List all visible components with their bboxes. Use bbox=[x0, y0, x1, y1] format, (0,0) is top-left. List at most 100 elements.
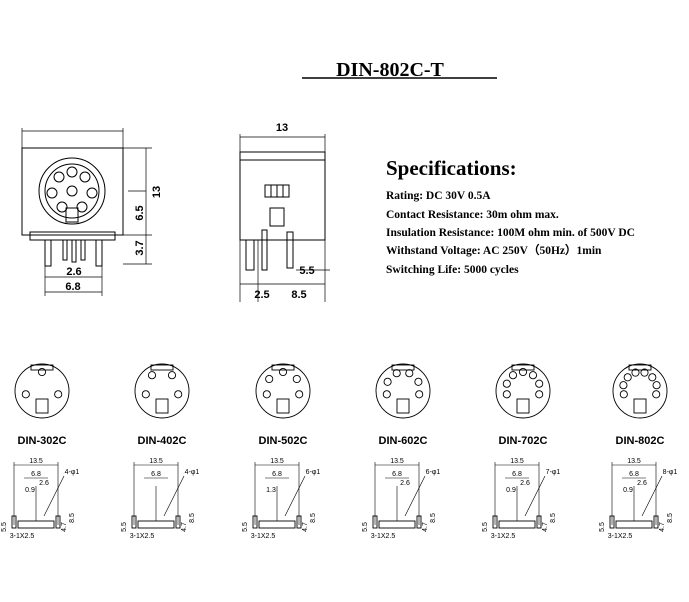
leader-line bbox=[524, 475, 546, 517]
socket-outline bbox=[495, 363, 551, 419]
pin-hole bbox=[619, 390, 628, 399]
footprint-pad bbox=[609, 515, 615, 529]
spec-line: Switching Life: 5000 cycles bbox=[386, 264, 519, 276]
socket-notch bbox=[396, 398, 410, 414]
socket-notch bbox=[35, 398, 49, 414]
variant-label: DIN-502C bbox=[259, 435, 308, 447]
dim-height-a: 5.5 bbox=[362, 522, 369, 532]
dim-pin-spacing: 6.8 bbox=[31, 471, 41, 478]
dim-pin-spacing: 6.8 bbox=[392, 471, 402, 478]
page-title: DIN-802C-T bbox=[336, 59, 444, 81]
dim-pin-spacing: 6.8 bbox=[151, 471, 161, 478]
footprint-pad bbox=[131, 515, 137, 529]
pin-hole bbox=[652, 381, 661, 390]
dim-height-a: 5.5 bbox=[1, 522, 8, 532]
footprint-body bbox=[17, 520, 55, 529]
dim-height-c: 8.5 bbox=[189, 513, 196, 523]
dim-side-b: 8.5 bbox=[291, 289, 306, 301]
pin-hole bbox=[648, 373, 657, 382]
dim-height-c: 8.5 bbox=[69, 513, 76, 523]
socket-outline bbox=[134, 363, 190, 419]
dim-pitch: 2.6 bbox=[39, 480, 49, 487]
socket-key bbox=[30, 364, 54, 371]
dim-side-pin: 5.5 bbox=[299, 265, 314, 277]
dim-height-b: 4.7 bbox=[422, 522, 429, 532]
dim-front-upper: 6.5 bbox=[134, 205, 146, 220]
dim-front-w2: 6.8 bbox=[65, 281, 80, 293]
footprint-pad bbox=[252, 515, 258, 529]
footprint-body bbox=[258, 520, 296, 529]
pin-hole bbox=[640, 368, 649, 377]
pin-hole bbox=[167, 371, 177, 380]
dim-base-pads: 3-1X2.5 bbox=[608, 533, 633, 540]
leader-line bbox=[163, 475, 185, 517]
pin-hole bbox=[141, 390, 150, 399]
pin-hole bbox=[502, 390, 511, 399]
dim-height-b: 4.7 bbox=[659, 522, 666, 532]
dim-height-c: 8.5 bbox=[667, 513, 674, 523]
footprint-pad bbox=[55, 515, 61, 529]
leader-line bbox=[43, 475, 65, 517]
dim-pin-spacing: 6.8 bbox=[512, 471, 522, 478]
footprint-body bbox=[615, 520, 653, 529]
pin-hole bbox=[631, 368, 640, 377]
socket-key bbox=[391, 364, 415, 371]
pin-hole bbox=[278, 367, 288, 377]
dim-front-height: 13 bbox=[151, 186, 163, 198]
dim-height-c: 8.5 bbox=[550, 513, 557, 523]
variant-label: DIN-402C bbox=[138, 435, 187, 447]
variant-label: DIN-302C bbox=[18, 435, 67, 447]
leader-line bbox=[641, 475, 663, 517]
socket-outline bbox=[612, 363, 668, 419]
dim-overall-width: 13.5 bbox=[390, 458, 404, 465]
pin-hole bbox=[508, 371, 518, 380]
dim-height-b: 4.7 bbox=[61, 522, 68, 532]
pin-hole bbox=[383, 377, 392, 386]
dim-hole-count: 8-φ1 bbox=[663, 469, 678, 476]
dim-side-a: 2.5 bbox=[254, 289, 269, 301]
leader-line bbox=[404, 475, 426, 517]
dim-hole-count: 7-φ1 bbox=[546, 469, 561, 476]
pin-hole bbox=[502, 379, 511, 388]
spec-line: Insulation Resistance: 100M ohm min. of … bbox=[386, 227, 635, 239]
footprint-pad bbox=[175, 515, 181, 529]
socket-outline bbox=[375, 363, 431, 419]
socket-outline bbox=[14, 363, 70, 419]
pin-hole bbox=[21, 390, 30, 399]
dim-base-pads: 3-1X2.5 bbox=[130, 533, 155, 540]
dim-base-pads: 3-1X2.5 bbox=[371, 533, 396, 540]
dim-base-pads: 3-1X2.5 bbox=[491, 533, 516, 540]
front-view bbox=[21, 128, 152, 296]
pin-hole bbox=[147, 371, 157, 380]
dim-height-c: 8.5 bbox=[310, 513, 317, 523]
pin-hole bbox=[295, 390, 304, 399]
footprint-pad bbox=[296, 515, 302, 529]
variant-label: DIN-602C bbox=[379, 435, 428, 447]
socket-key bbox=[511, 364, 535, 371]
dim-height-a: 5.5 bbox=[121, 522, 128, 532]
leader-line bbox=[284, 475, 306, 517]
pin-hole bbox=[392, 369, 401, 378]
pin-hole bbox=[528, 371, 538, 380]
pin-hole bbox=[382, 390, 391, 399]
pin-hole bbox=[405, 369, 414, 378]
pin-hole bbox=[623, 373, 632, 382]
socket-key bbox=[628, 364, 652, 371]
variant-label: DIN-802C bbox=[616, 435, 665, 447]
dim-pin-spacing: 6.8 bbox=[272, 471, 282, 478]
pin-hole bbox=[174, 390, 183, 399]
socket-key bbox=[271, 364, 295, 371]
dim-front-lower: 3.7 bbox=[134, 240, 146, 255]
dim-pin-spacing: 6.8 bbox=[629, 471, 639, 478]
dim-pitch: 2.6 bbox=[400, 480, 410, 487]
pin-hole bbox=[619, 381, 628, 390]
dim-hole-count: 6-φ1 bbox=[306, 469, 321, 476]
pin-hole bbox=[262, 390, 271, 399]
